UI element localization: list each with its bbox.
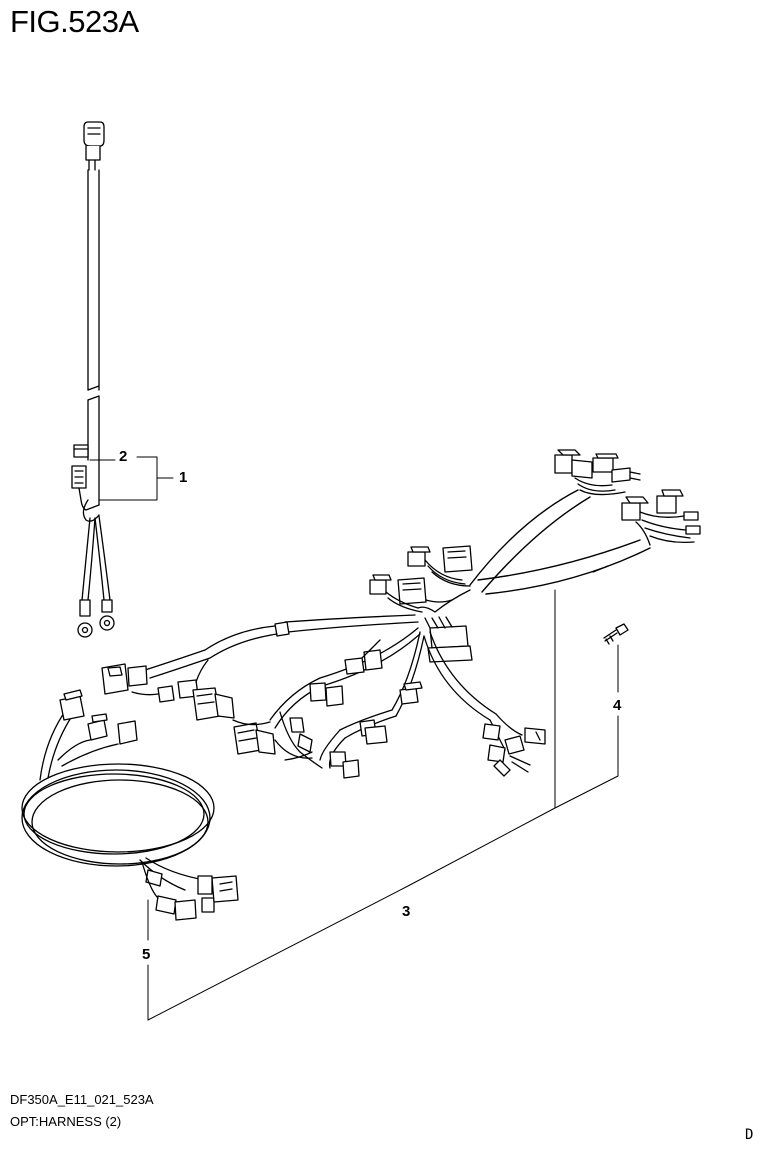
main-harness [101, 449, 701, 779]
figure-title: FIG.523A [10, 4, 139, 39]
page-letter: D [745, 1127, 754, 1143]
document-code: DF350A_E11_021_523A [10, 1092, 154, 1107]
bolt [603, 623, 629, 645]
callout-2: 2 [119, 448, 128, 465]
callout-5: 5 [142, 946, 151, 963]
callout-lines-1-2 [89, 456, 174, 501]
callout-4: 4 [613, 697, 622, 714]
callout-3: 3 [402, 903, 411, 920]
extension-harness [21, 689, 239, 921]
callout-1: 1 [179, 469, 188, 486]
battery-cable-harness [71, 121, 115, 638]
callout-leaders-3-4-5 [147, 589, 619, 1021]
document-subtitle: OPT:HARNESS (2) [10, 1114, 122, 1129]
